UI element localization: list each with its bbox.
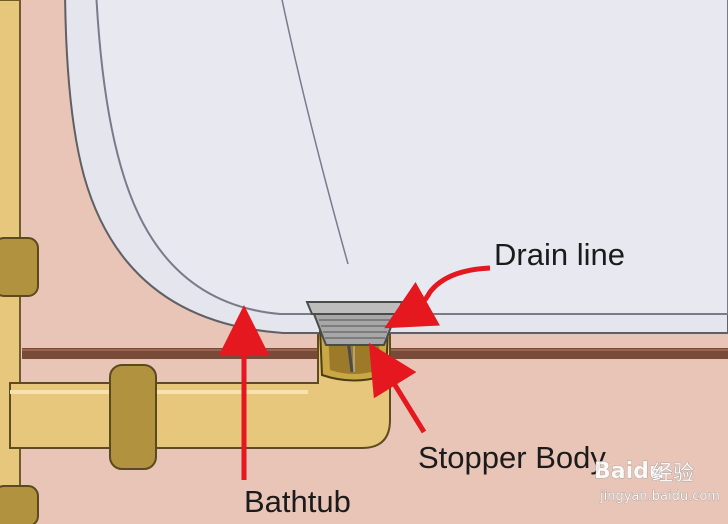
watermark-url: jingyan.baidu.com xyxy=(599,489,720,504)
baidu-watermark: Baidu 经验 jingyan.baidu.com xyxy=(594,459,721,505)
label-bathtub: Bathtub xyxy=(244,484,351,519)
drain-strainer xyxy=(312,313,398,346)
pipe-coupling xyxy=(109,364,157,470)
label-stopper-body: Stopper Body xyxy=(418,440,606,475)
arrow-stopper-body xyxy=(368,342,427,434)
drain-pipe xyxy=(9,329,391,470)
arrow-drain-line xyxy=(384,265,491,329)
bathtub xyxy=(64,0,728,334)
watermark-brand: Baidu xyxy=(594,459,665,484)
drain-flange xyxy=(305,301,404,315)
annotation-arrows xyxy=(219,265,491,480)
label-drain-line: Drain line xyxy=(494,237,625,272)
watermark-brand-cn: 经验 xyxy=(652,461,694,485)
